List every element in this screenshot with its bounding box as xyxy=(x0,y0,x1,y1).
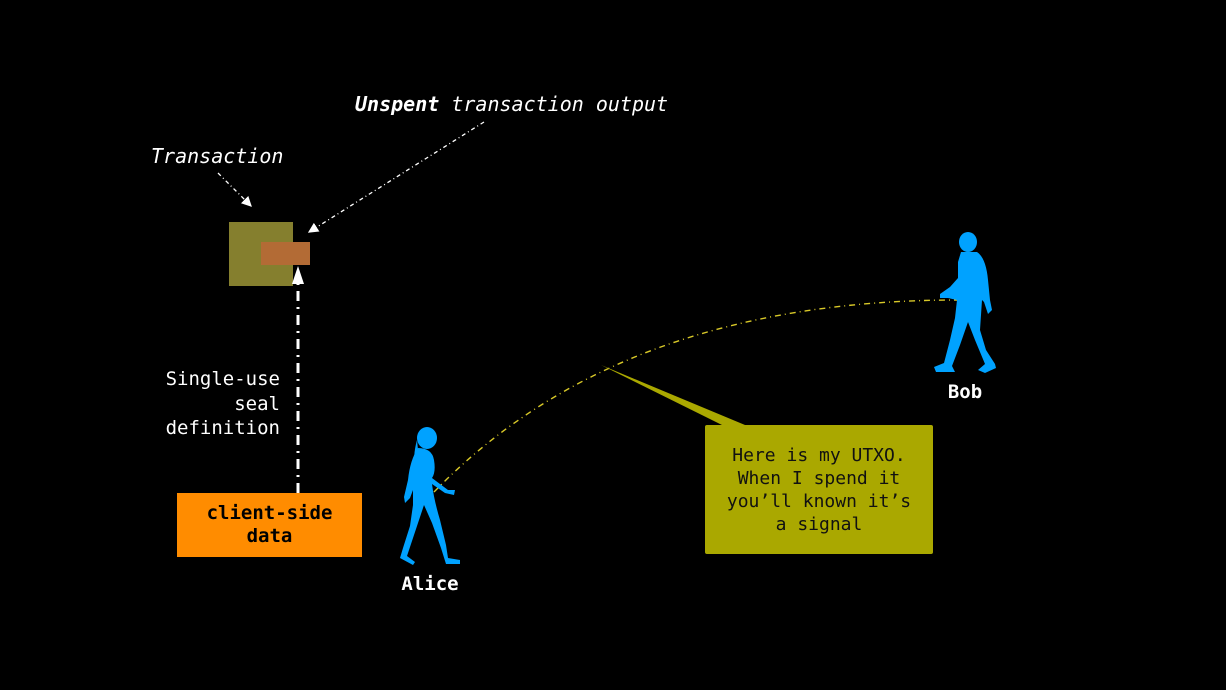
utxo-pointer-arrow xyxy=(307,121,485,233)
utxo-handoff-curve xyxy=(433,299,959,493)
seal-arrowhead xyxy=(292,266,304,284)
speech-bubble-tail xyxy=(601,365,745,425)
transaction-label: Transaction xyxy=(151,144,284,168)
speech-bubble xyxy=(705,425,933,554)
alice-label: Alice xyxy=(401,573,459,595)
bob-label: Bob xyxy=(947,381,983,403)
bob-silhouette xyxy=(934,232,996,373)
client-data-line: data xyxy=(246,525,293,547)
bubble-line: you’ll known it’s xyxy=(726,491,912,512)
bubble-line: Here is my UTXO. xyxy=(732,445,906,466)
seal-line: definition xyxy=(165,417,280,439)
seal-line: Single-use xyxy=(165,368,280,390)
bubble-line: a signal xyxy=(775,514,863,535)
alice-silhouette xyxy=(400,427,460,565)
utxo-label: Unspent transaction output xyxy=(355,92,668,116)
utxo-box xyxy=(261,242,310,265)
client-data-line: client-side xyxy=(206,502,333,524)
transaction-pointer-arrow xyxy=(217,172,252,207)
utxo-label-bold: Unspent xyxy=(355,92,440,116)
bubble-line: When I spend it xyxy=(737,468,901,489)
client-side-data-box xyxy=(177,493,362,557)
speech-bubble-text: Here is my UTXO. When I spend it you’ll … xyxy=(705,444,933,536)
seal-line: seal xyxy=(234,392,280,415)
utxo-label-rest: transaction output xyxy=(451,92,669,116)
seal-definition-label: Single-use seal definition xyxy=(166,367,280,441)
client-side-data-label: client-side data xyxy=(177,502,362,548)
